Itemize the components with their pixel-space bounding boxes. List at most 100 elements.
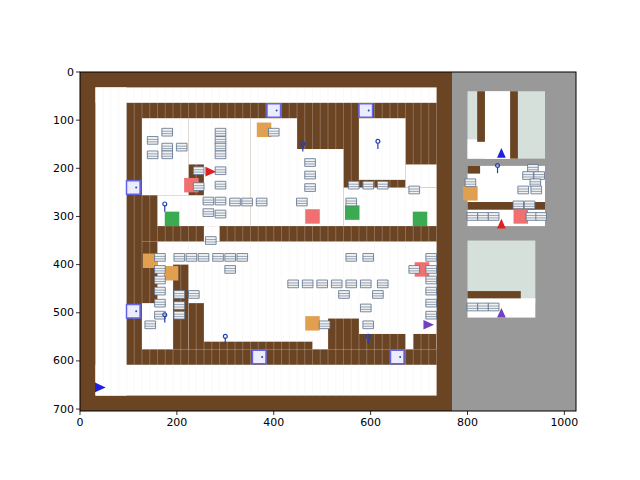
box-icon xyxy=(305,159,316,167)
tick-label: 500 xyxy=(53,307,74,318)
grid-line xyxy=(289,87,290,395)
box-line xyxy=(198,258,209,259)
tick-label: 600 xyxy=(360,417,381,428)
box-icon xyxy=(465,179,476,187)
box-line xyxy=(174,293,185,294)
box-line xyxy=(426,256,437,257)
box-body xyxy=(215,167,226,175)
agent-triangle xyxy=(497,219,506,229)
box-line xyxy=(513,206,524,207)
box-line xyxy=(373,295,384,296)
tick-label: 0 xyxy=(67,67,74,78)
door-knob xyxy=(276,110,278,112)
grid-line xyxy=(366,87,367,395)
tick-mark xyxy=(76,168,80,169)
box-line xyxy=(317,282,328,283)
box-line xyxy=(174,316,185,317)
color-tile xyxy=(164,266,179,280)
box-line xyxy=(215,200,226,201)
grid-line xyxy=(428,87,429,395)
box-body xyxy=(268,128,279,136)
grid-line xyxy=(397,87,398,395)
box-body xyxy=(193,183,204,191)
box-line xyxy=(215,131,226,132)
box-body xyxy=(155,287,166,295)
box-icon xyxy=(174,254,185,262)
box-line xyxy=(215,184,226,185)
box-icon xyxy=(162,143,173,151)
box-body xyxy=(256,198,267,206)
box-line xyxy=(524,206,535,207)
box-body xyxy=(305,184,316,192)
box-icon xyxy=(488,213,499,221)
box-line xyxy=(155,304,166,305)
grid-line xyxy=(328,87,329,395)
box-line xyxy=(268,133,279,134)
box-line xyxy=(162,146,173,147)
box-line xyxy=(488,308,499,309)
grid-line xyxy=(227,87,228,395)
box-icon xyxy=(230,198,241,206)
key-shaft xyxy=(302,146,303,152)
box-icon xyxy=(186,254,197,262)
box-line xyxy=(203,211,214,212)
box-line xyxy=(363,258,374,259)
box-icon xyxy=(215,197,226,205)
door-frame xyxy=(127,181,141,194)
box-body xyxy=(377,280,388,288)
box-body xyxy=(230,198,241,206)
box-icon xyxy=(531,186,542,194)
box-icon xyxy=(215,143,226,151)
grid-line xyxy=(312,87,313,395)
box-line xyxy=(213,258,224,259)
box-line xyxy=(360,306,371,307)
box-line xyxy=(478,217,489,218)
box-line xyxy=(155,281,166,282)
box-icon xyxy=(155,276,166,284)
box-body xyxy=(215,143,226,151)
door-knob xyxy=(368,110,370,112)
box-line xyxy=(346,282,357,283)
box-body xyxy=(242,198,253,206)
grid-line xyxy=(413,87,414,395)
box-body xyxy=(155,276,166,284)
box-body xyxy=(198,254,209,262)
box-icon xyxy=(162,128,173,136)
view-panel xyxy=(468,91,545,158)
box-line xyxy=(162,153,173,154)
grid-line xyxy=(188,87,189,395)
box-icon xyxy=(193,167,204,175)
door-icon xyxy=(267,104,281,117)
box-icon xyxy=(518,186,529,194)
box-line xyxy=(346,258,357,259)
tick-mark xyxy=(76,216,80,217)
box-icon xyxy=(215,128,226,136)
box-line xyxy=(488,215,499,216)
box-body xyxy=(145,321,156,329)
agent-triangle xyxy=(497,148,506,158)
ticks xyxy=(76,72,564,415)
box-line xyxy=(346,203,357,204)
box-line xyxy=(225,256,236,257)
box-line xyxy=(242,203,253,204)
box-line xyxy=(155,256,166,257)
box-body xyxy=(488,303,499,311)
box-body xyxy=(426,266,437,274)
box-line xyxy=(155,290,166,291)
box-icon xyxy=(189,291,200,299)
box-line xyxy=(215,156,226,157)
box-body xyxy=(409,186,420,194)
agents xyxy=(95,148,506,392)
box-line xyxy=(155,302,166,303)
tiles xyxy=(143,123,528,331)
box-body xyxy=(363,254,374,262)
box-line xyxy=(193,169,204,170)
grid-line xyxy=(126,87,127,395)
box-icon xyxy=(478,213,489,221)
box-line xyxy=(530,181,541,182)
box-icon xyxy=(237,254,248,262)
box-line xyxy=(302,282,313,283)
box-body xyxy=(176,143,187,151)
box-line xyxy=(176,146,187,147)
box-line xyxy=(186,256,197,257)
